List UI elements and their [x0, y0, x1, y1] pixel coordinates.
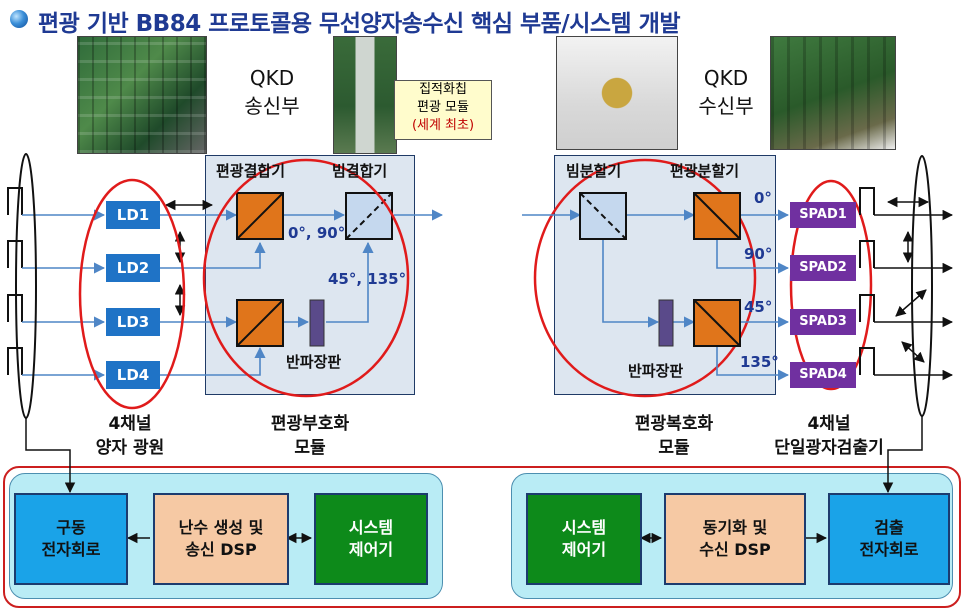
detector-board-photo [770, 36, 896, 150]
highlight-ellipses [78, 158, 873, 410]
laser-diode-1: LD1 [106, 201, 160, 229]
tx-angle-45-135: 45°, 135° [328, 270, 407, 288]
tx-polarization-combiner-top [236, 192, 284, 240]
page-title: 편광 기반 BB84 프로토콜용 무선양자송수신 핵심 부품/시스템 개발 [38, 11, 681, 37]
tx-angle-0-90: 0°, 90° [288, 224, 346, 242]
tx-beams [160, 209, 444, 376]
laser-diode-3: LD3 [106, 308, 160, 336]
tx-sync-line [25, 418, 76, 494]
tx-waveplate-label: 반파장판 [286, 353, 342, 371]
rx-polarization-splitter-top [693, 192, 741, 240]
tx-pulse-trains [7, 187, 23, 375]
polarization-splitter-label: 편광분할기 [670, 162, 740, 180]
rx-pulse-trains [859, 187, 875, 375]
laser-diode-4: LD4 [106, 361, 160, 389]
control-electronics-frame [3, 466, 961, 608]
rx-beams [522, 209, 790, 381]
tx-polarization-combiner-bottom [236, 299, 284, 347]
rx-polarization-splitter-bottom [693, 299, 741, 347]
rx-angle-0: 0° [754, 189, 772, 207]
rx-angle-90: 90° [744, 245, 773, 263]
rx-angle-45: 45° [744, 298, 773, 316]
rx-beam-splitter [579, 192, 627, 240]
polarization-combiner-label: 편광결합기 [216, 162, 286, 180]
title-bullet-icon [10, 10, 28, 28]
spad-detector-4: SPAD4 [790, 362, 856, 388]
transmitter-board-photo [77, 36, 207, 154]
rx-angle-135: 135° [740, 353, 779, 371]
integrated-chip-callout: 집적화칩 편광 모듈 (세계 최초) [394, 80, 492, 140]
rx-lens-ellipse [911, 155, 933, 417]
rx-waveplate-label: 반파장판 [628, 362, 684, 380]
spad-detector-1: SPAD1 [790, 202, 856, 228]
beam-combiner-label: 빔결합기 [332, 162, 388, 180]
spad-detector-2: SPAD2 [790, 255, 856, 281]
laser-diode-2: LD2 [106, 254, 160, 282]
rx-half-wave-plate [658, 299, 674, 347]
tx-lens-ellipse [15, 153, 37, 419]
receiver-optics-photo [556, 36, 678, 150]
tx-half-wave-plate [309, 299, 325, 347]
spad-detector-3: SPAD3 [790, 309, 856, 335]
rx-sync-line [882, 416, 923, 494]
tx-beam-combiner [345, 192, 393, 240]
rx-control-arrows [886, 196, 930, 363]
beam-splitter-label: 빔분할기 [566, 162, 622, 180]
